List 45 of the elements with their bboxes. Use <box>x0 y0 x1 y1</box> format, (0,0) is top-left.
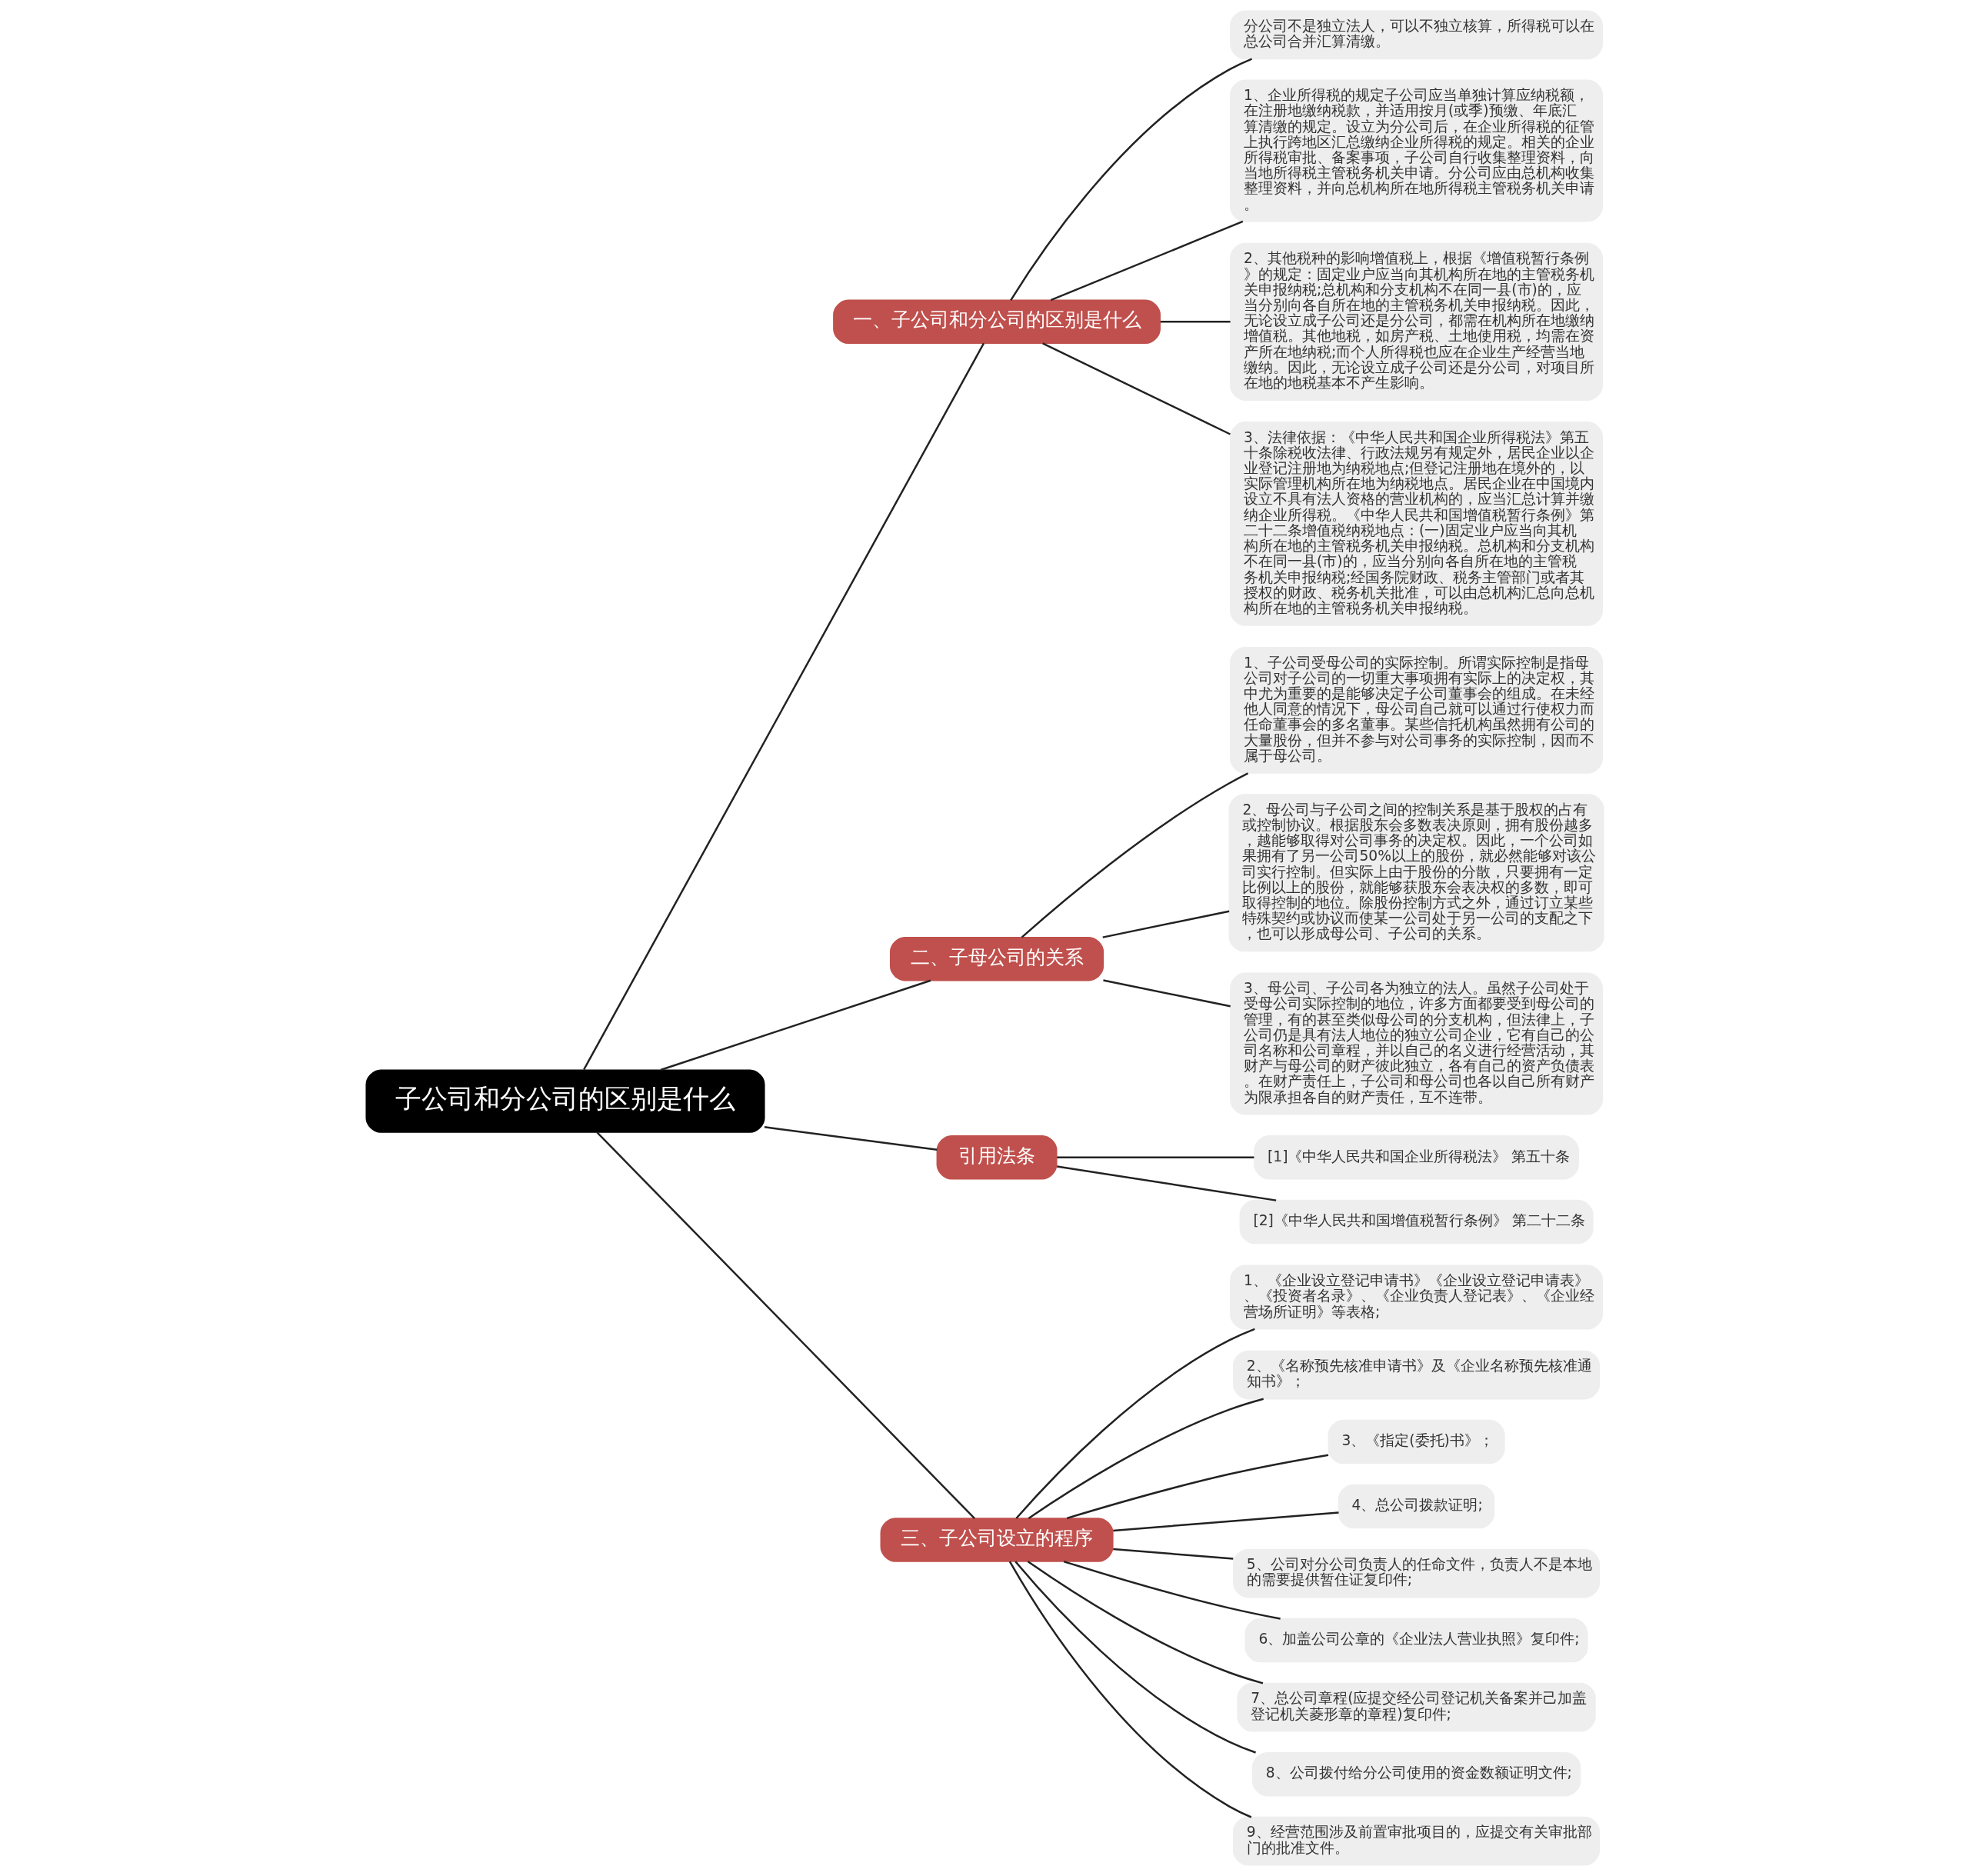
node-box: 3、《指定(委托)书》； <box>1328 1419 1505 1464</box>
connector <box>1050 220 1243 302</box>
node-box: 1、企业所得税的规定子公司应当单独计算应纳税额，在注册地缴纳税款，并适用按月(或季)预缴、年底汇算清缴的规定。设立为分公司后，在企业所得税的征管上执行跨地区汇总缴纳企业所得税的规定。相关的企业所得税审批、备案事项，子公司自行收集整理资料，向当地所得税主管税务机关申请。分公司应由总机构收集整理资料，并向总机构所在地所得税主管税务机关申请。 <box>1229 79 1603 222</box>
node-box: 3、母公司、子公司各为独立的法人。虽然子公司处于受母公司实际控制的地位，许多方面都要受到母公司的管理，有的甚至类似母公司的分支机构，但法律上，子公司仍是具有法人地位的独立公司企业，它有自己的公司名称和公司章程，并以自己的名义进行经营活动，其财产与母公司的财产彼此独立，各有自己的资产负债表。在财产责任上，子公司和母公司也各以自己所有财产为限承担各自的财产责任，互不连带。 <box>1229 972 1603 1115</box>
node-box: 引用法条 <box>936 1135 1058 1180</box>
node-box: 5、公司对分公司负责人的任命文件，负责人不是本地的需要提供暂住证复印件; <box>1232 1548 1600 1598</box>
node-box: 3、法律依据：《中华人民共和国企业所得税法》第五十条除税收法律、行政法规另有规定外，居民企业以企业登记注册地为纳税地点;但登记注册地在境外的，以实际管理机构所在地为纳税地点。居民企业在中国境内设立不具有法人资格的营业机构的，应当汇总计算并缴纳企业所得税。《中华人民共和国增值税暂行条例》第二十二条增值税纳税地点：(一)固定业户应当向其机构所在地的主管税务机关申报纳税。总机构和分支机构不在同一县(市)的，应当分别向各自所在地的主管税务机关申报纳税;经国务院财政、税务主管部门或者其授权的财政、税务机关批准，可以由总机构汇总向总机构所在地的主管税务机关申报纳税。 <box>1229 422 1603 626</box>
node-box: 2、《名称预先核准申请书》及《企业名称预先核准通知书》； <box>1232 1350 1600 1400</box>
node-box: 1、《企业设立登记申请书》《企业设立登记申请表》、《投资者名录》、《企业负责人登记表》、《企业经营场所证明》等表格; <box>1229 1265 1603 1330</box>
connector <box>1014 1561 1256 1754</box>
connector <box>1102 979 1231 1008</box>
node-box: 分公司不是独立法人，可以不独立核算，所得税可以在总公司合并汇算清缴。 <box>1229 10 1603 60</box>
node-box: 二、子母公司的关系 <box>889 936 1104 981</box>
node-box: 2、母公司与子公司之间的控制关系是基于股权的占有或控制协议。根据股东会多数表决原则，拥有股份越多，越能够取得对公司事务的决定权。因此，一个公司如果拥有了另一公司50%以上的股份，就必然能够对该公司实行控制。但实际上由于股份的分散，只要拥有一定比例以上的股份，就能够获股东会表决权的多数，即可取得控制的地位。除股份控制方式之外，通过订立某些特殊契约或协议而使某一公司处于另一公司的支配之下，也可以形成母公司、子公司的关系。 <box>1228 794 1604 952</box>
node-box: 6、加盖公司公章的《企业法人营业执照》复印件; <box>1244 1618 1588 1663</box>
connector <box>595 1131 975 1519</box>
connector <box>1021 772 1248 938</box>
connector <box>1063 1560 1281 1620</box>
connector <box>1041 342 1231 435</box>
connector <box>1028 1398 1264 1519</box>
connector <box>1027 1560 1263 1684</box>
connector <box>1160 321 1231 323</box>
node-box: 4、总公司拨款证明; <box>1338 1484 1494 1529</box>
connector <box>1008 1561 1251 1818</box>
connector <box>660 979 931 1071</box>
connector <box>1009 58 1252 301</box>
connector <box>1056 1156 1254 1158</box>
connector <box>1014 1328 1255 1519</box>
connector <box>764 1126 937 1151</box>
node-box: 8、公司拨付给分公司使用的资金数额证明文件; <box>1251 1751 1581 1797</box>
connector <box>1056 1165 1276 1201</box>
node-box: 子公司和分公司的区别是什么 <box>365 1069 765 1133</box>
node-box: 9、经营范围涉及前置审批项目的，应提交有关审批部门的批准文件。 <box>1232 1816 1600 1866</box>
connector <box>1102 910 1229 938</box>
node-box: 一、子公司和分公司的区别是什么 <box>832 299 1161 345</box>
node-box: 1、子公司受母公司的实际控制。所谓实际控制是指母公司对子公司的一切重大事项拥有实际上的决定权，其中尤为重要的是能够决定子公司董事会的组成。在未经他人同意的情况下，母公司自己就可以通过行使权力而任命董事会的多名董事。某些信托机构虽然拥有公司的大量股份，但并不参与对公司事务的实际控制，因而不属于母公司。 <box>1229 647 1603 774</box>
node-box: 三、子公司设立的程序 <box>880 1518 1114 1562</box>
node-box: [2]《中华人民共和国增值税暂行条例》 第二十二条 <box>1239 1199 1594 1245</box>
connector <box>582 342 984 1071</box>
connector <box>1112 1511 1339 1532</box>
connector <box>1066 1454 1328 1520</box>
node-box: [1]《中华人民共和国企业所得税法》 第五十条 <box>1253 1135 1579 1180</box>
node-box: 2、其他税种的影响增值税上，根据《增值税暂行条例》的规定：固定业户应当向其机构所在地的主管税务机关申报纳税;总机构和分支机构不在同一县(市)的，应当分别向各自所在地的主管税务机关申报纳税。因此，无论设立成子公司还是分公司，都需在机构所在地缴纳增值税。其他地税，如房产税、土地使用税，均需在资产所在地纳税;而个人所得税也应在企业生产经营当地缴纳。因此，无论设立成子公司还是分公司，对项目所在地的地税基本不产生影响。 <box>1229 242 1603 401</box>
node-box: 7、总公司章程(应提交经公司登记机关备案并己加盖登记机关菱形章的章程)复印件; <box>1236 1682 1596 1732</box>
connector <box>1112 1548 1233 1560</box>
